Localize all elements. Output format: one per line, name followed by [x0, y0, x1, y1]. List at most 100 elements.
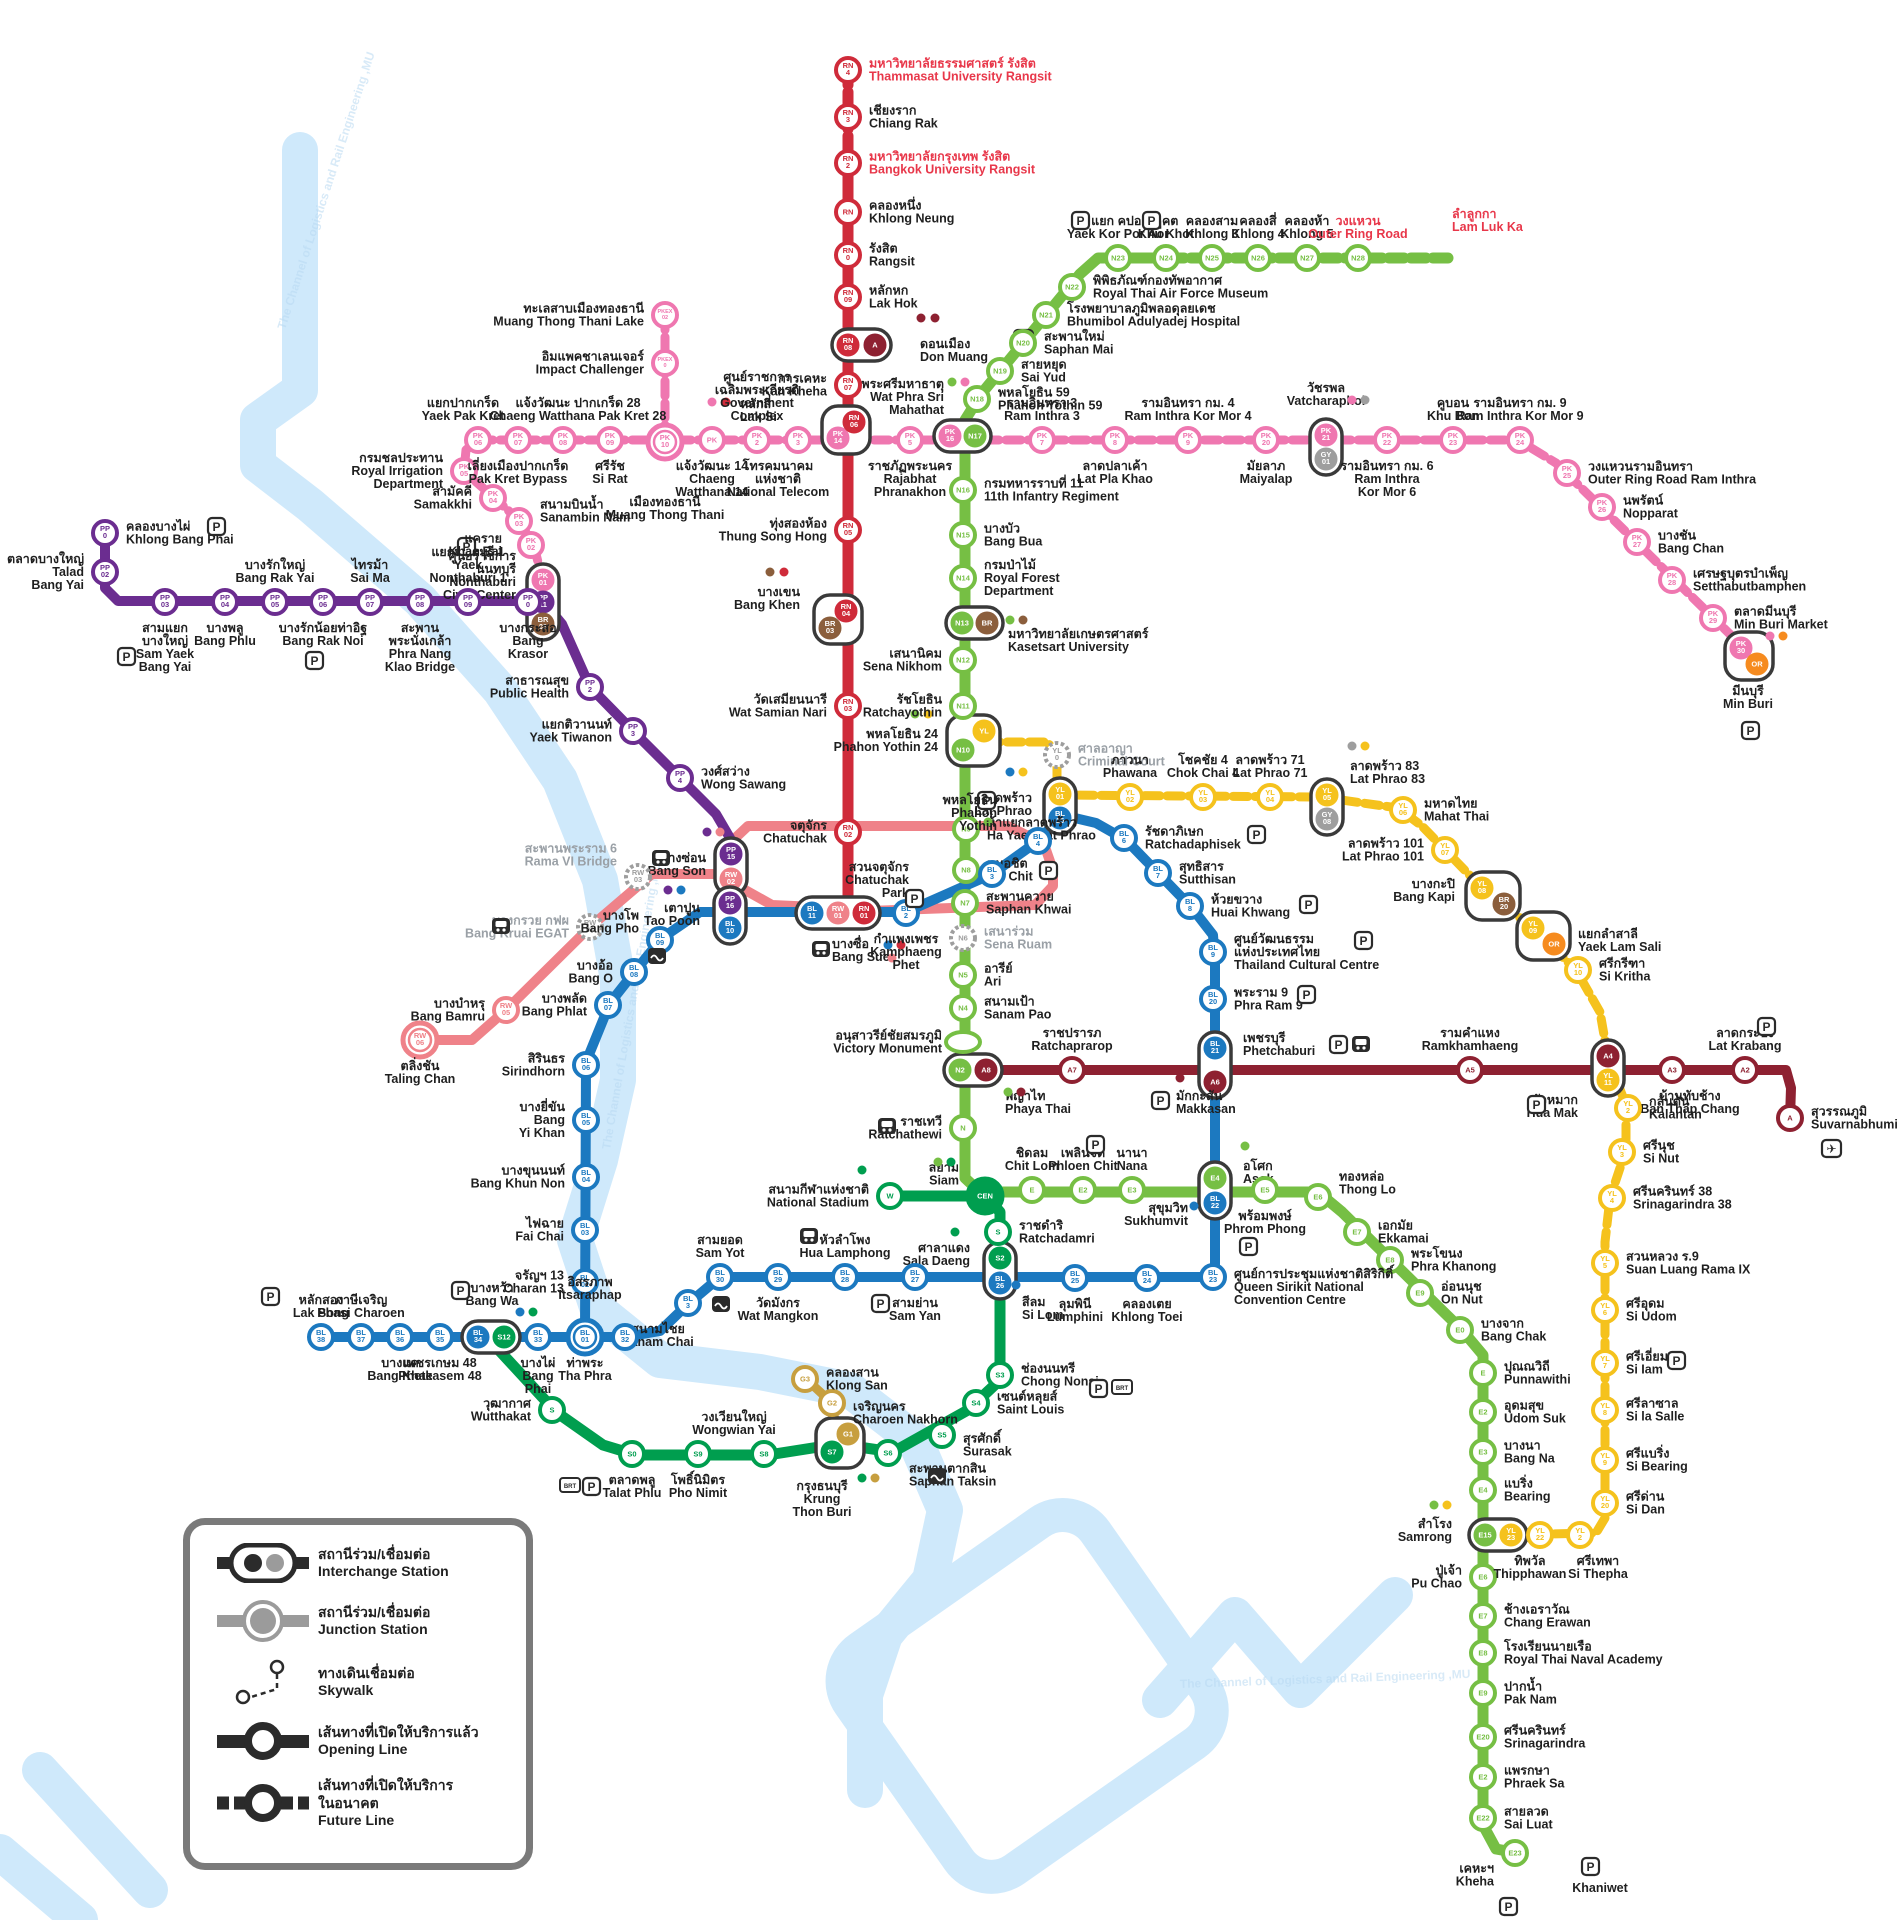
- station-victory-monument[interactable]: อนุสาวรีย์ชัยสมรภูมิVictory Monument: [833, 1028, 982, 1056]
